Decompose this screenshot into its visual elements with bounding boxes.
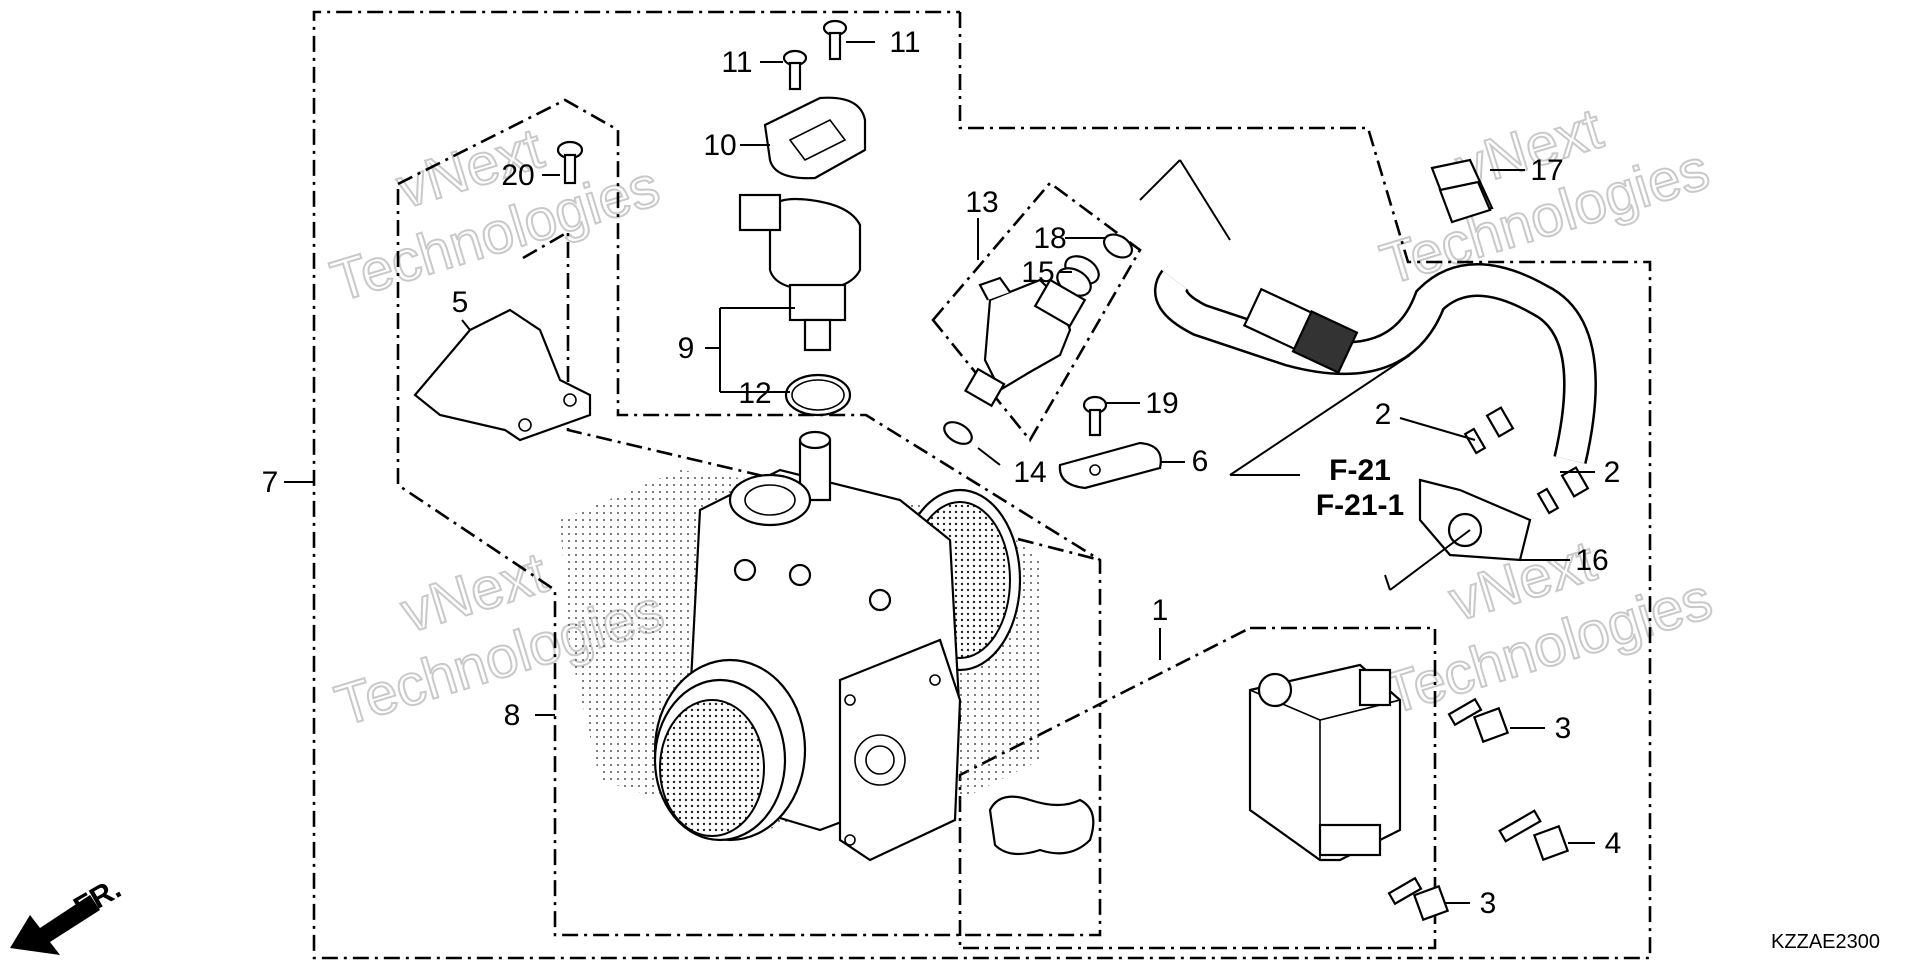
reference-f21-1: F-21-1 [1316,489,1404,522]
callout-9: 9 [678,332,695,365]
callout-8: 8 [504,699,521,732]
drawing-code: KZZAE2300 [1771,931,1880,953]
sensor-9 [738,193,862,352]
clip-17 [1430,158,1494,224]
fuel-injector [964,276,1087,408]
o-ring-14 [943,421,973,445]
screw-11b [822,19,848,61]
callout-4: 4 [1605,827,1622,860]
callout-20: 20 [501,159,534,192]
screw-20 [556,140,584,185]
injector-13-outline [931,181,1142,443]
reference-labels: F-21 F-21-1 [1316,454,1404,522]
callout-19: 19 [1145,387,1178,420]
callout-5: 5 [452,286,469,319]
callout-17: 17 [1530,154,1563,187]
screw-4 [1498,809,1570,862]
callout-12: 12 [738,377,771,410]
bolt-2a [1463,406,1515,455]
fuel-hose [1154,263,1597,562]
reference-f21: F-21 [1329,454,1391,487]
bracket-5 [413,308,592,442]
o-ring-18 [1102,233,1134,259]
screw-11a [782,49,808,91]
cover-10 [763,96,867,180]
callout-labels: 1 2 2 3 3 4 5 6 7 8 9 10 11 11 12 13 14 … [262,26,1622,920]
callout-13: 13 [965,186,998,219]
callout-15: 15 [1021,256,1054,289]
callout-16: 16 [1575,544,1608,577]
callout-2: 2 [1604,456,1621,489]
gasket [988,795,1095,856]
o-ring-12 [784,373,852,417]
bolt-2b [1536,466,1590,515]
screw-3a [1447,697,1510,744]
callout-11: 11 [889,26,920,59]
throttle-body [560,430,1040,862]
screw-3b [1387,876,1450,922]
assembly-7-outline [312,10,1652,960]
callout-3: 3 [1480,887,1497,920]
screw-19 [1082,395,1108,437]
callout-18: 18 [1033,222,1066,255]
callout-6: 6 [1192,445,1209,478]
callout-2: 2 [1375,398,1392,431]
callout-10: 10 [703,129,736,162]
front-arrow: FR. [10,872,127,955]
callout-14: 14 [1013,456,1046,489]
callout-1: 1 [1152,594,1169,627]
callout-11: 11 [721,46,752,79]
plate-6 [1058,441,1162,490]
front-arrow-icon [10,895,100,955]
callout-3: 3 [1555,712,1572,745]
leader-lines [284,41,1595,904]
callout-7: 7 [262,466,279,499]
sensor-unit-1 [1248,663,1402,862]
